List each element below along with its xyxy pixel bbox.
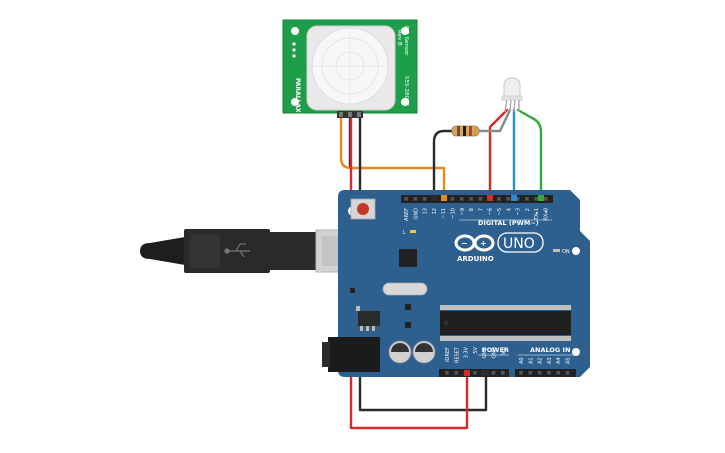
reset-button[interactable] [350, 198, 376, 220]
pin-label: 7 [478, 208, 484, 211]
wire-orange-signal [339, 116, 446, 199]
capacitor [412, 340, 436, 364]
analog-section-label: ANALOG IN [530, 346, 570, 354]
pir-title: PIR Sensor [403, 26, 409, 56]
mount-hole [401, 27, 409, 35]
rgb-led [501, 77, 523, 113]
pin-label: A4 [556, 357, 562, 364]
wire-resistor-led [477, 108, 512, 133]
header-pin[interactable] [534, 197, 538, 201]
digital-header [401, 195, 553, 203]
digital-section-label: DIGITAL (PWM~) [478, 219, 539, 227]
header-pin[interactable] [422, 197, 427, 201]
pin-label: ~9 [460, 208, 466, 215]
wire-green-led [516, 108, 543, 199]
pir-brand: PARALLAX [294, 78, 301, 113]
pin-label: Vin [501, 347, 507, 355]
pin-label: 12 [432, 208, 438, 214]
pin-label: 13 [423, 208, 429, 214]
wire-red-led [488, 108, 509, 199]
pin-label: IOREF [445, 347, 451, 362]
header-pin[interactable] [543, 197, 548, 201]
pir-sensor: PARALLAX PIR Sensor Rev B 555-28027 [282, 19, 418, 118]
header-pin[interactable] [519, 371, 523, 375]
header-pin[interactable] [556, 371, 560, 375]
pin-label: ~11 [441, 208, 447, 219]
led-l-label: L [403, 230, 406, 236]
resistor [451, 125, 480, 137]
header-pin[interactable] [469, 197, 473, 201]
header-pin[interactable] [491, 371, 496, 375]
mount-hole [291, 27, 299, 35]
header-pin[interactable] [515, 197, 520, 201]
usb-symbol-icon [224, 243, 250, 258]
pin-label: 5V [473, 346, 479, 353]
mount-hole [291, 98, 299, 106]
pir-part-number: 555-28027 [403, 76, 409, 106]
voltage-regulator [358, 311, 380, 326]
crystal [382, 282, 428, 296]
header-pin[interactable] [473, 371, 477, 375]
pin-label: ~3 [516, 208, 522, 215]
pin-label: A0 [519, 357, 525, 364]
mount-hole [401, 98, 409, 106]
pin-label: ~10 [451, 208, 457, 219]
header-pin[interactable] [528, 371, 533, 375]
pin-label: TX▸1 [534, 208, 540, 221]
arduino-model: UNO [503, 236, 535, 252]
header-pin[interactable] [547, 371, 551, 375]
header-pin[interactable] [460, 197, 464, 201]
pin-label: AREF [404, 208, 410, 221]
pin-label: 3.3V [464, 346, 470, 358]
usb-chip [399, 249, 417, 267]
pin-label: RX◂0 [544, 208, 550, 221]
pin-label: RESET [454, 346, 460, 363]
header-pin[interactable] [537, 371, 542, 375]
capacitor [388, 340, 412, 364]
svg-text:−: − [461, 239, 468, 248]
pin-label: GND [482, 347, 488, 359]
pin-label: 2 [525, 208, 531, 211]
header-pin[interactable] [445, 371, 449, 375]
pin-label: ~6 [488, 208, 494, 215]
analog-header [515, 369, 576, 377]
header-pin[interactable] [450, 197, 455, 201]
header-pin[interactable] [525, 197, 529, 201]
wire-end-caps [431, 195, 544, 376]
header-pin[interactable] [506, 197, 511, 201]
pin-label: GND [413, 208, 419, 220]
pin-label: 4 [506, 208, 512, 211]
pin-label: A5 [566, 357, 572, 364]
header-pin[interactable] [454, 371, 459, 375]
pir-rev: Rev B [396, 30, 402, 46]
pin-label: A2 [538, 357, 544, 364]
header-pin[interactable] [413, 197, 418, 201]
pin-label: A3 [547, 357, 553, 364]
pin-label: 8 [469, 208, 475, 211]
header-pin[interactable] [501, 371, 505, 375]
pin-label: GND [492, 347, 498, 359]
power-section-label: POWER [482, 346, 509, 354]
header-pin[interactable] [497, 197, 501, 201]
arduino-brand: ARDUINO [457, 255, 494, 263]
svg-text:+: + [480, 239, 487, 248]
dc-barrel-jack [328, 337, 380, 372]
arduino-logo-icon [454, 234, 495, 252]
header-pin[interactable] [565, 371, 570, 375]
header-pin[interactable] [404, 197, 408, 201]
wire-black-resistor-gnd [432, 129, 454, 199]
atmega-chip [440, 311, 571, 335]
pin-label: ~5 [497, 208, 503, 215]
pin-label: A1 [528, 357, 534, 364]
header-pin[interactable] [478, 197, 483, 201]
on-label: ON [562, 249, 570, 255]
